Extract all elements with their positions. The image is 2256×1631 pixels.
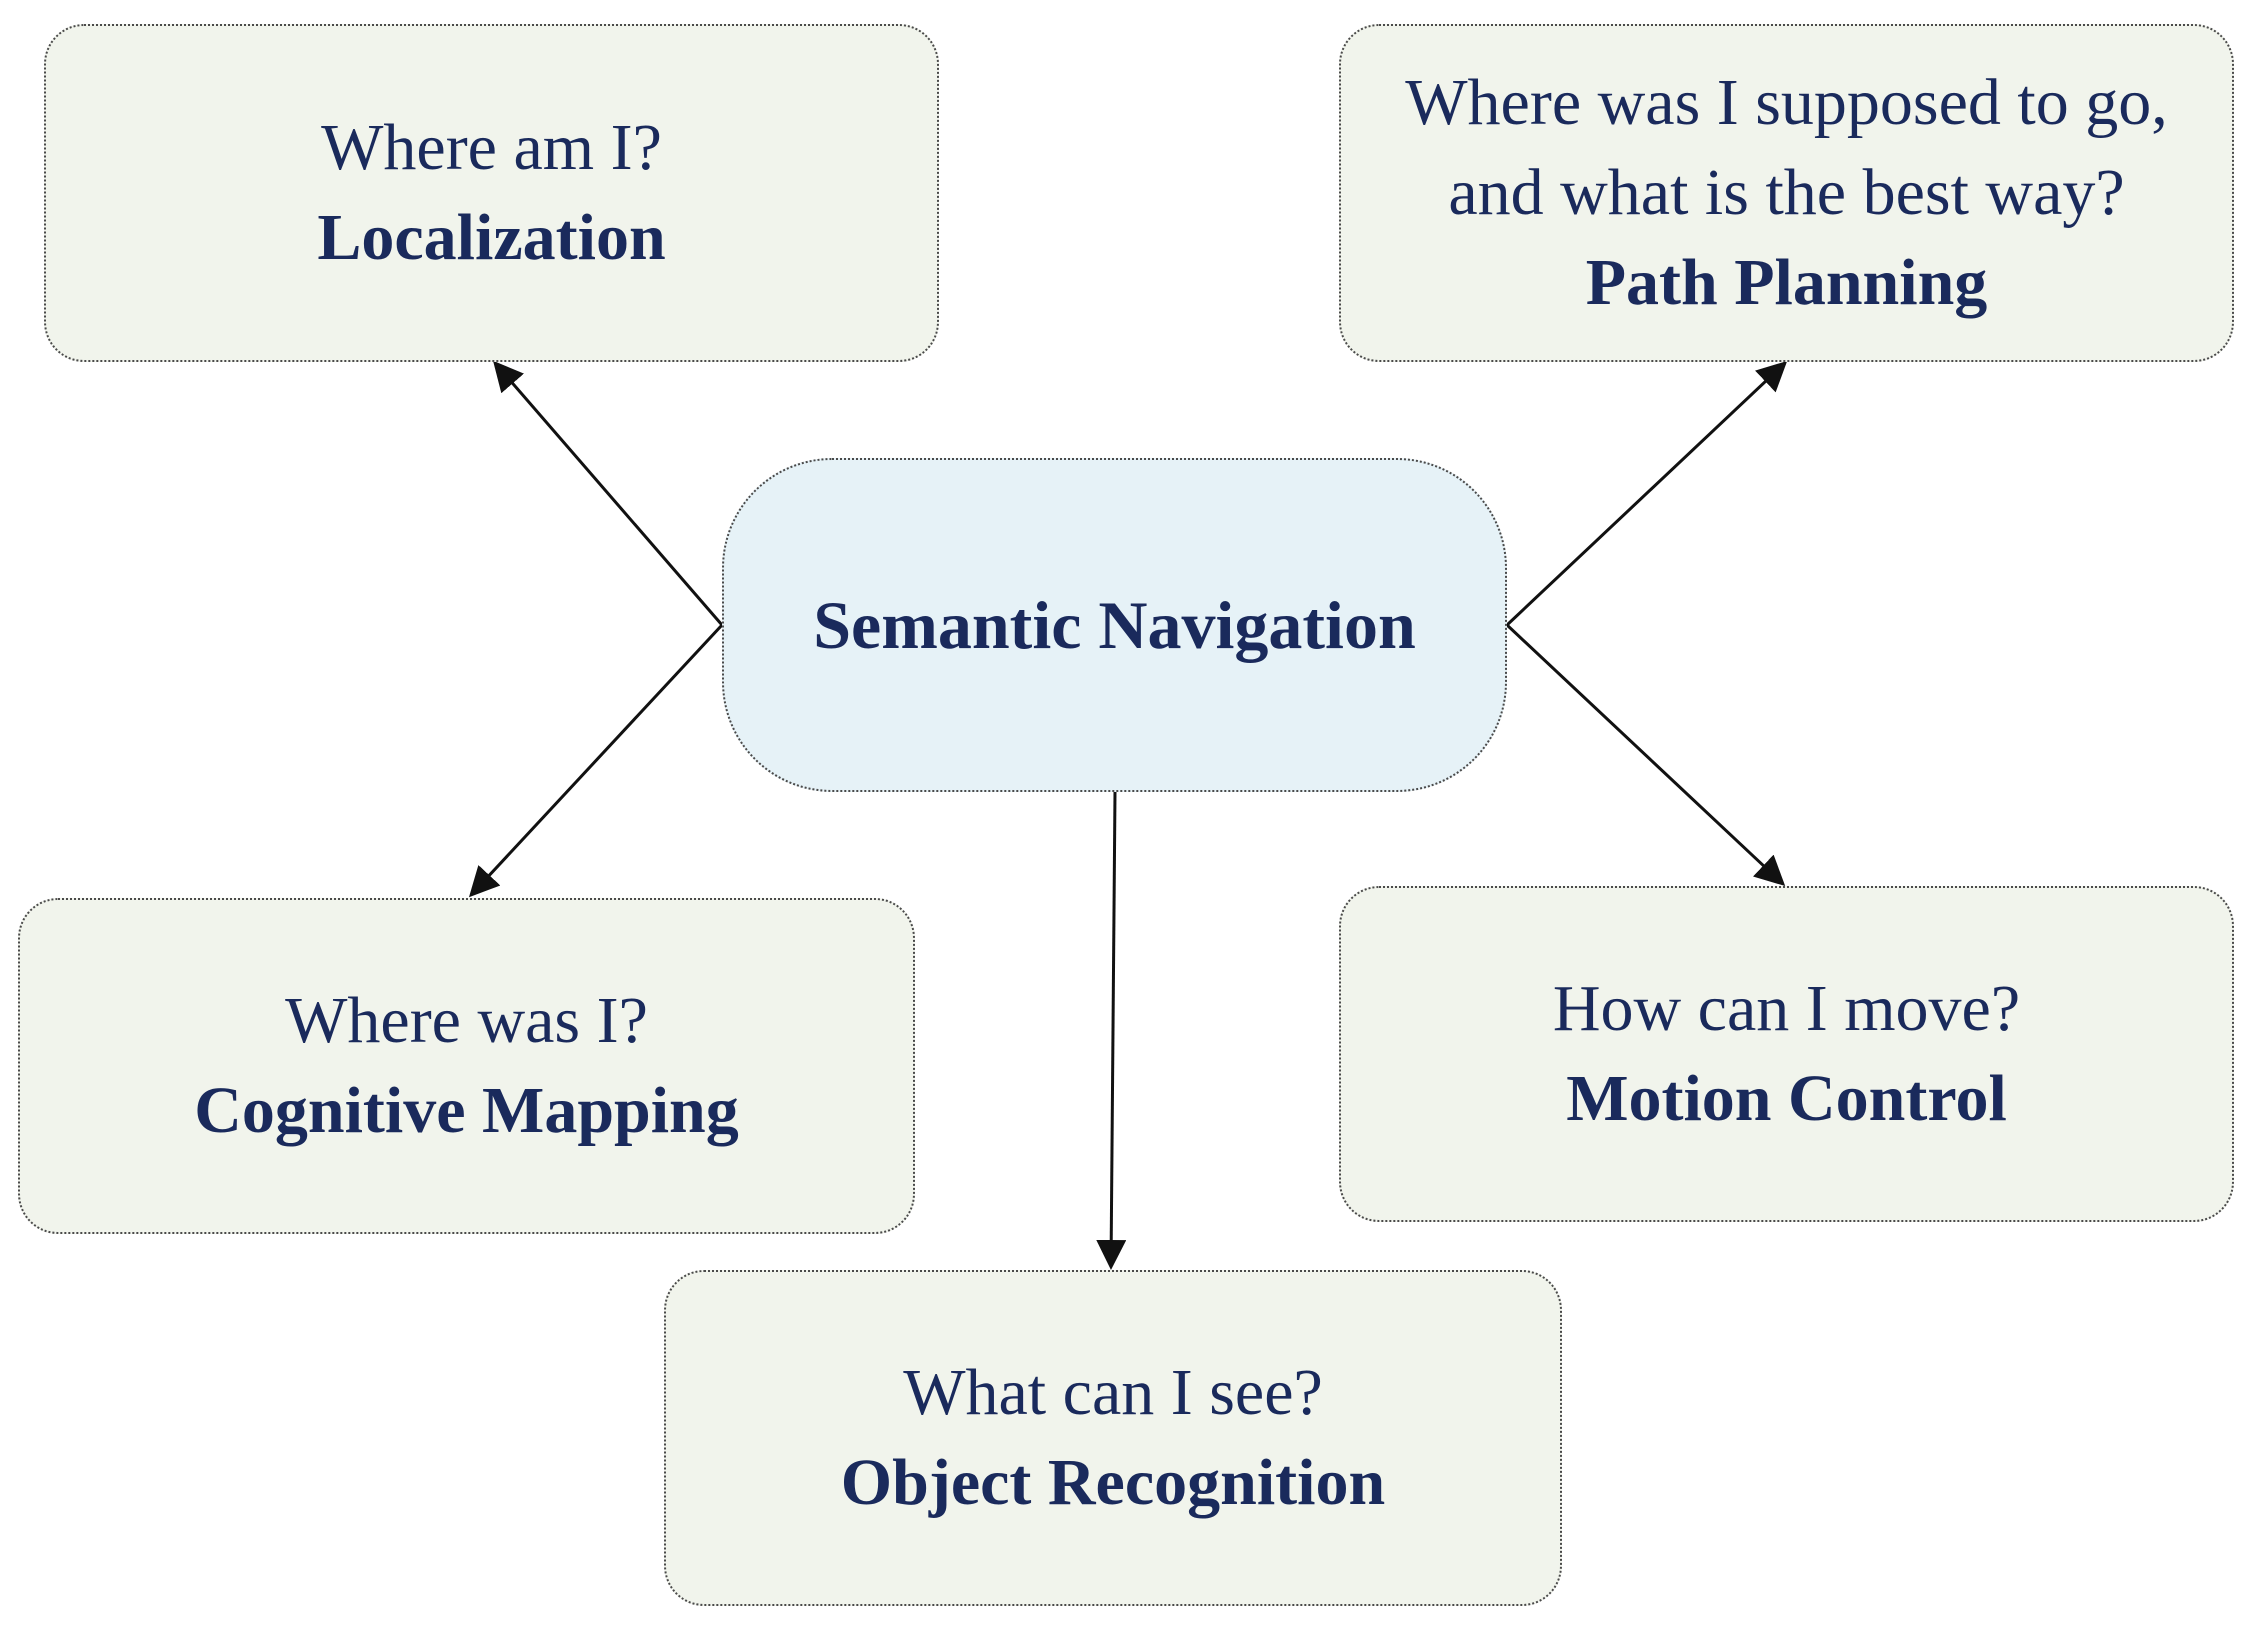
localization-question: Where am I? <box>321 111 662 184</box>
path-planning-question-line2: and what is the best way? <box>1448 156 2125 229</box>
node-localization: Where am I? Localization <box>44 24 939 362</box>
path-planning-title: Path Planning <box>1585 246 1988 319</box>
node-cognitive-mapping: Where was I? Cognitive Mapping <box>18 898 915 1234</box>
localization-title: Localization <box>317 201 666 274</box>
arrow-to-motion-control <box>1505 623 1786 887</box>
center-title: Semantic Navigation <box>813 587 1416 663</box>
object-recognition-question: What can I see? <box>903 1356 1323 1429</box>
center-node-semantic-navigation: Semantic Navigation <box>722 458 1507 792</box>
motion-control-title: Motion Control <box>1566 1062 2007 1135</box>
arrow-to-object-recognition <box>1096 791 1127 1270</box>
arrow-to-cognitive-mapping <box>468 623 724 898</box>
node-object-recognition: What can I see? Object Recognition <box>664 1270 1562 1606</box>
path-planning-question-line1: Where was I supposed to go, <box>1405 66 2168 139</box>
node-path-planning: Where was I supposed to go, and what is … <box>1339 24 2234 362</box>
arrow-to-localization <box>493 360 724 626</box>
motion-control-question: How can I move? <box>1552 972 2021 1045</box>
cognitive-mapping-question: Where was I? <box>285 984 648 1057</box>
arrow-to-path-planning <box>1505 360 1788 627</box>
object-recognition-title: Object Recognition <box>840 1446 1386 1519</box>
cognitive-mapping-title: Cognitive Mapping <box>194 1074 739 1147</box>
node-motion-control: How can I move? Motion Control <box>1339 886 2234 1222</box>
